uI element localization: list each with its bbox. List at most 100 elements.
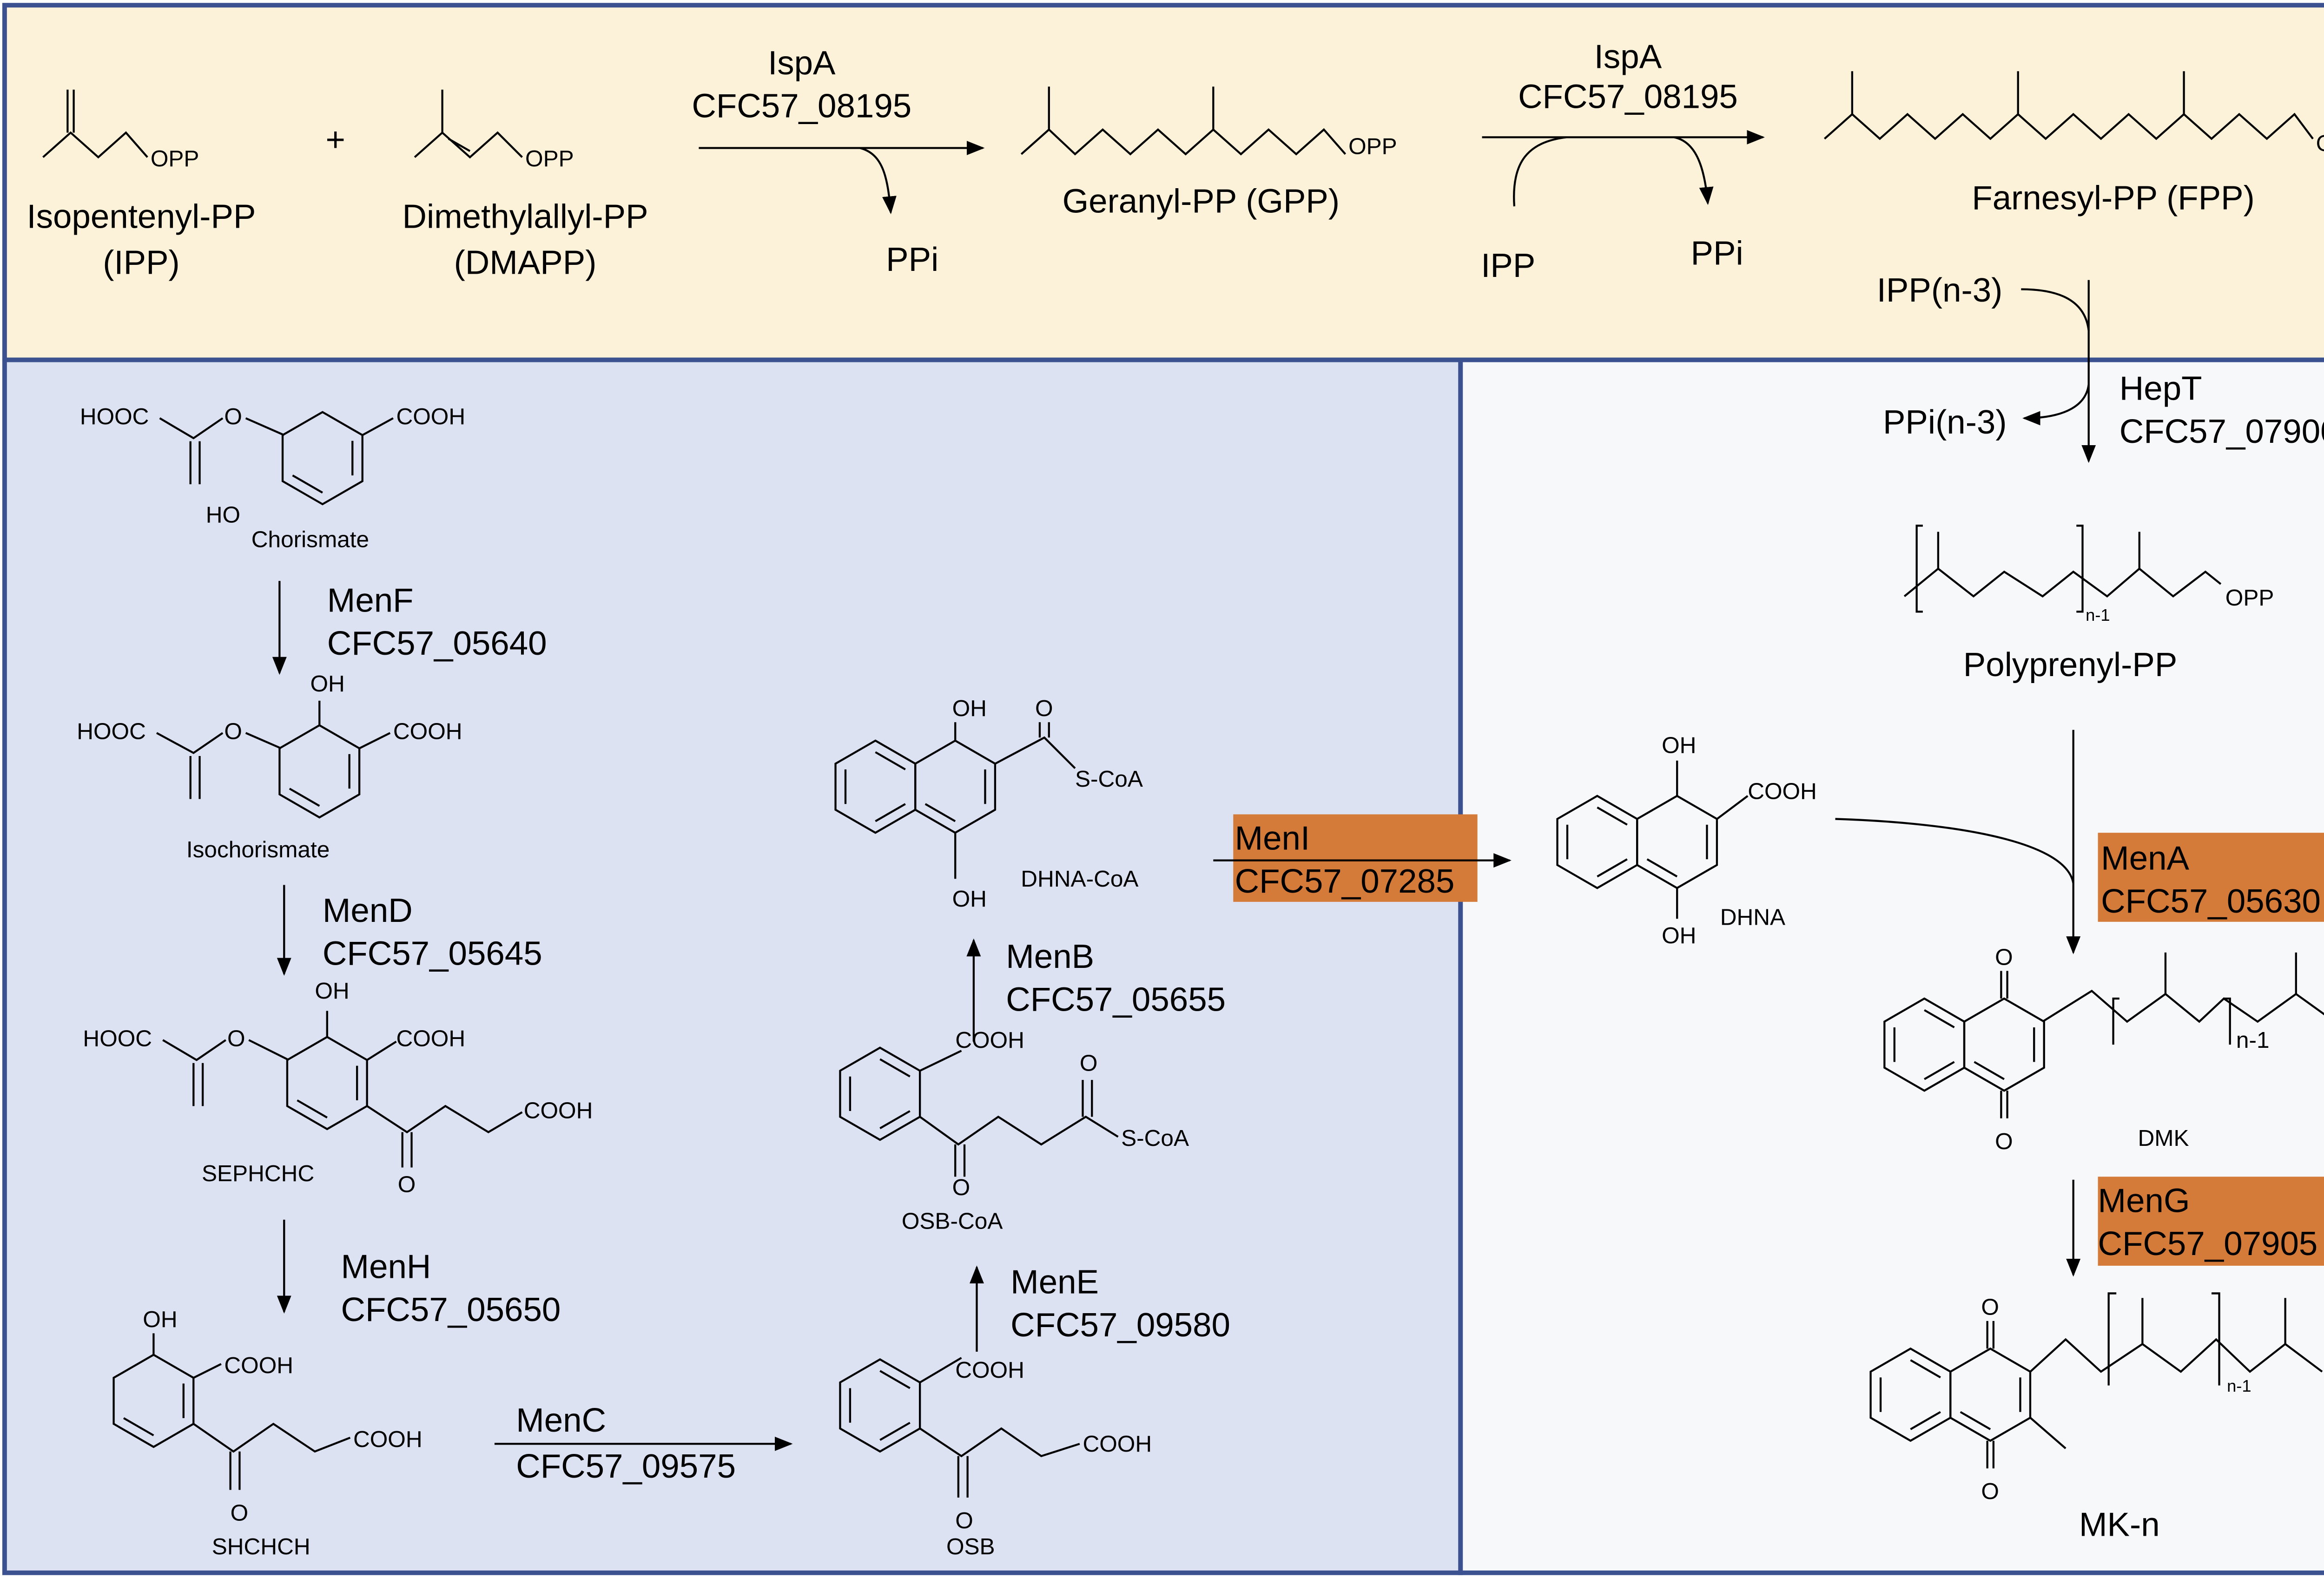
naphthalene-ring	[1869, 1347, 2032, 1442]
menb-enzyme: MenB	[1006, 938, 1094, 975]
repeat-n1-label: n-1	[2086, 605, 2110, 625]
ispa-gene-1: CFC57_08195	[692, 87, 911, 125]
cooh-label: COOH	[1083, 1431, 1152, 1457]
oh-label: OH	[315, 978, 349, 1004]
cooh-label: COOH	[955, 1027, 1024, 1053]
dhna-name: DHNA	[1720, 904, 1785, 930]
mk-n-structure: O O n-1	[1869, 1292, 2323, 1504]
hept-gene: CFC57_07900	[2119, 413, 2324, 450]
ring-bond	[839, 1358, 921, 1453]
cooh-label: COOH	[396, 1025, 465, 1051]
ispa-gene-2: CFC57_08195	[1518, 78, 1738, 116]
ppi-release-arrow	[859, 147, 897, 215]
double-bond	[1924, 1061, 1955, 1080]
ring	[839, 1358, 921, 1453]
ring	[839, 1046, 921, 1141]
double-bond	[875, 751, 906, 770]
o-label: O	[224, 403, 242, 429]
mene-gene: CFC57_09580	[1010, 1306, 1230, 1344]
dhna-panel	[2, 357, 1463, 1575]
opp-label: OPP	[1348, 133, 1397, 159]
dmapp-name: Dimethylallyl-PP	[402, 197, 648, 235]
double-bond	[1960, 1411, 1991, 1430]
double-bond	[292, 474, 323, 494]
ipp-cosubstrate-label: IPP	[1481, 247, 1535, 284]
cooh-label: COOH	[524, 1098, 593, 1124]
double-bond	[1924, 1009, 1955, 1028]
cooh-label: COOH	[224, 1352, 293, 1378]
double-bond	[297, 1099, 328, 1118]
fpp-name: Farnesyl-PP (FPP)	[1972, 179, 2255, 217]
osb-structure: COOH COOH O	[839, 1357, 1152, 1533]
menc-enzyme: MenC	[516, 1401, 606, 1439]
menf-gene: CFC57_05640	[327, 625, 547, 662]
scoa-label: S-CoA	[1121, 1125, 1189, 1151]
ppi-release-arrow	[1674, 136, 1714, 205]
double-bond	[289, 788, 320, 807]
sephchc-structure: HOOC O COOH OH COOH O	[83, 978, 593, 1197]
plus-sign: +	[325, 121, 345, 158]
menh-enzyme: MenH	[341, 1248, 431, 1285]
ipp-n3-label: IPP(n-3)	[1877, 271, 2003, 309]
double-bond	[1597, 858, 1628, 878]
meng-enzyme: MenG	[2098, 1182, 2190, 1219]
repeat-n1-label: n-1	[2236, 1027, 2270, 1053]
isochorismate-structure: HOOC O COOH OH	[77, 671, 462, 819]
mena-highlight	[2098, 833, 2324, 922]
o-label: O	[952, 1174, 971, 1200]
o-label: O	[1035, 695, 1053, 721]
double-bond	[1597, 806, 1628, 826]
opp-label: OPP	[525, 145, 574, 171]
double-bond	[1646, 858, 1678, 878]
polyprenyl-pp-name: Polyprenyl-PP	[1963, 646, 2178, 684]
repeat-n1-label: n-1	[2227, 1376, 2251, 1395]
dhna-structure: OH COOH OH	[1556, 732, 1817, 948]
o-label: O	[224, 718, 242, 744]
chorismate-name: Chorismate	[251, 526, 369, 552]
o-label: O	[1995, 1128, 2013, 1154]
menc-gene: CFC57_09575	[516, 1447, 736, 1485]
hooc-label: HOOC	[77, 718, 146, 744]
cooh-label: COOH	[396, 403, 465, 429]
oh-label: OH	[1662, 732, 1696, 758]
opp-label: OPP	[2225, 585, 2274, 611]
double-bond	[924, 803, 956, 822]
chorismate-structure: HOOC O COOH HO	[80, 403, 465, 527]
ring-bond	[112, 1354, 195, 1448]
dhna-coa-name: DHNA-CoA	[1021, 866, 1138, 892]
dhna-input-arc	[1835, 818, 2074, 884]
gpp-name: Geranyl-PP (GPP)	[1063, 182, 1340, 220]
fpp-structure: OPP	[1823, 71, 2324, 156]
ppi-label-2: PPi	[1691, 235, 1743, 272]
mena-gene: CFC57_05630	[2101, 882, 2321, 920]
menh-gene: CFC57_05650	[341, 1291, 561, 1328]
mend-enzyme: MenD	[323, 892, 413, 929]
oh-label: OH	[310, 671, 344, 697]
ppi-n3-arrow	[2022, 384, 2090, 426]
o-label: O	[1080, 1050, 1098, 1076]
cooh-label: COOH	[353, 1426, 423, 1452]
ipp-n3-arc	[2021, 288, 2090, 331]
cooh-label: COOH	[1748, 778, 1817, 804]
double-bond	[879, 1421, 911, 1441]
opp-label: OPP	[151, 145, 199, 171]
dmapp-abbr: (DMAPP)	[454, 243, 597, 281]
hept-enzyme: HepT	[2119, 369, 2202, 407]
mk-n-name: MK-n	[2079, 1506, 2160, 1543]
o-label: O	[231, 1499, 249, 1525]
ipp-abbr: (IPP)	[103, 243, 180, 281]
shchch-name: SHCHCH	[212, 1533, 310, 1559]
meni-enzyme: MenI	[1235, 820, 1310, 857]
menb-gene: CFC57_05655	[1006, 980, 1226, 1018]
o-label: O	[1981, 1478, 1999, 1504]
osb-coa-structure: COOH O S-CoA O	[839, 1027, 1189, 1200]
meni-gene: CFC57_07285	[1235, 862, 1455, 900]
ring-bond	[839, 1046, 921, 1141]
double-bond	[1910, 1359, 1941, 1379]
dhna-coa-structure: OH O S-CoA OH	[834, 695, 1143, 912]
ppi-n3-label: PPi(n-3)	[1883, 403, 2007, 441]
menf-enzyme: MenF	[327, 581, 414, 619]
dmapp-structure: OPP	[414, 89, 574, 171]
scoa-label: S-CoA	[1075, 766, 1143, 792]
isochorismate-name: Isochorismate	[186, 836, 330, 862]
